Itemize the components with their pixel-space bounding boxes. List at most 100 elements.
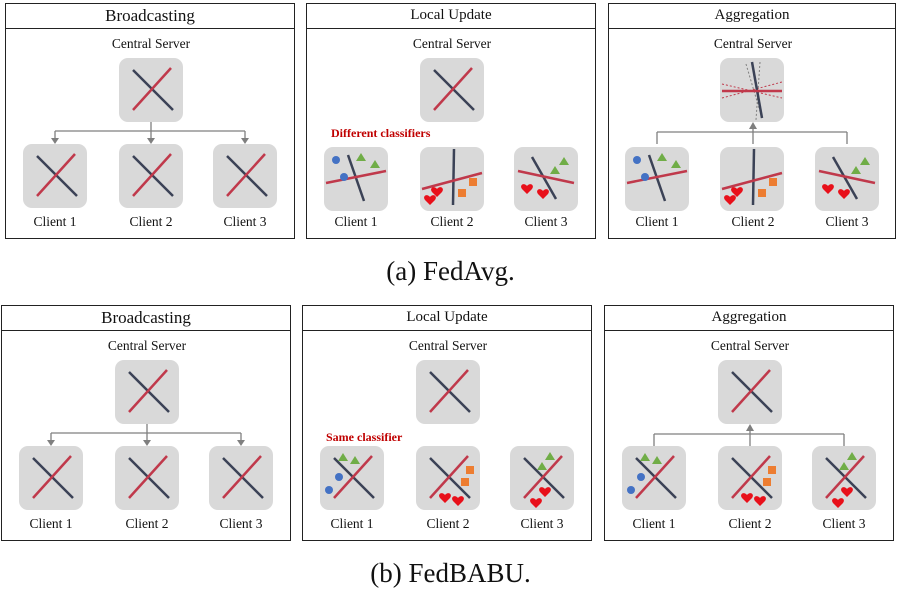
server-label: Central Server	[408, 338, 488, 353]
client-3-tile	[514, 147, 578, 211]
triangle-icon	[559, 157, 569, 165]
heart-icon	[539, 487, 551, 497]
fedavg-caption: (a) FedAvg.	[386, 256, 515, 286]
arrow-icon	[147, 138, 155, 144]
fedbabu-caption: (b) FedBABU.	[370, 558, 531, 588]
fedbabu-local-update-panel: Local Update Central Server Same classif…	[302, 305, 592, 541]
heart-icon	[741, 493, 753, 503]
arrow-icon	[241, 138, 249, 144]
broadcast-arrows	[47, 424, 245, 446]
client-1-tile	[19, 446, 83, 510]
triangle-icon	[550, 166, 560, 174]
central-server-tile	[115, 360, 179, 424]
panel-title: Local Update	[307, 4, 595, 29]
heart-icon	[838, 189, 850, 199]
heart-icon	[431, 187, 443, 197]
triangle-icon	[370, 160, 380, 168]
circle-icon	[633, 156, 641, 164]
heart-icon	[452, 496, 464, 506]
client-label: Client 2	[129, 214, 173, 229]
panel-title: Broadcasting	[6, 4, 294, 29]
heart-icon	[537, 189, 549, 199]
server-label: Central Server	[710, 338, 790, 353]
client-label: Client 1	[29, 516, 73, 531]
triangle-icon	[860, 157, 870, 165]
circle-icon	[325, 486, 333, 494]
aggregation-arrows	[653, 424, 845, 446]
triangle-icon	[671, 160, 681, 168]
square-icon	[469, 178, 477, 186]
client-2-tile	[119, 144, 183, 208]
client-label: Client 3	[520, 516, 564, 531]
client-label: Client 1	[33, 214, 77, 229]
client-label: Client 3	[524, 214, 568, 229]
client-1-tile	[622, 446, 686, 510]
fedavg-broadcasting-panel: Broadcasting Central Server Client 1	[5, 3, 295, 239]
client-label: Client 2	[728, 516, 772, 531]
client-label: Client 1	[330, 516, 374, 531]
square-icon	[466, 466, 474, 474]
client-label: Client 2	[426, 516, 470, 531]
panel-title: Aggregation	[605, 306, 893, 331]
client-3-tile	[213, 144, 277, 208]
same-classifier-note: Same classifier	[326, 430, 403, 444]
square-icon	[758, 189, 766, 197]
heart-icon	[822, 184, 834, 194]
central-server-tile	[416, 360, 480, 424]
client-label: Client 2	[125, 516, 169, 531]
aggregated-model-icon	[721, 61, 783, 121]
client-label: Client 2	[731, 214, 775, 229]
server-model-icon	[132, 67, 174, 111]
server-label: Central Server	[107, 338, 187, 353]
client-3-tile	[815, 147, 879, 211]
client-2-tile	[718, 446, 782, 510]
client-2-tile	[115, 446, 179, 510]
heart-icon	[530, 498, 542, 508]
circle-icon	[332, 156, 340, 164]
different-classifiers-note: Different classifiers	[331, 126, 431, 140]
panel-title: Broadcasting	[2, 306, 290, 331]
client-1-tile	[23, 144, 87, 208]
client-label: Client 2	[430, 214, 474, 229]
circle-icon	[335, 473, 343, 481]
central-server-tile	[119, 58, 183, 122]
triangle-icon	[537, 462, 547, 470]
client-1-tile	[320, 446, 384, 510]
fedavg-local-update-panel: Local Update Central Server Different cl…	[306, 3, 596, 239]
client-label: Client 3	[223, 214, 267, 229]
heart-icon	[724, 195, 736, 205]
client-label: Client 1	[632, 516, 676, 531]
arrow-icon	[47, 440, 55, 446]
arrow-icon	[143, 440, 151, 446]
client-label: Client 1	[334, 214, 378, 229]
square-icon	[769, 178, 777, 186]
circle-icon	[641, 173, 649, 181]
heart-icon	[754, 496, 766, 506]
client-1-tile	[625, 147, 689, 211]
triangle-icon	[545, 452, 555, 460]
server-label: Central Server	[412, 36, 492, 51]
arrow-icon	[51, 138, 59, 144]
fedbabu-aggregation-panel: Aggregation Central Server	[604, 305, 894, 541]
arrow-icon	[749, 122, 757, 129]
square-icon	[768, 466, 776, 474]
triangle-icon	[839, 462, 849, 470]
circle-icon	[637, 473, 645, 481]
triangle-icon	[356, 153, 366, 161]
central-server-tile	[720, 58, 784, 122]
heart-icon	[841, 487, 853, 497]
client-2-tile	[416, 446, 480, 510]
client-2-tile	[720, 147, 784, 211]
aggregation-arrows	[656, 122, 848, 144]
client-label: Client 3	[822, 516, 866, 531]
square-icon	[458, 189, 466, 197]
arrow-icon	[746, 424, 754, 431]
fedbabu-broadcasting-panel: Broadcasting Central Server Client 1 Cli…	[1, 305, 291, 541]
client-3-tile	[510, 446, 574, 510]
triangle-icon	[847, 452, 857, 460]
triangle-icon	[851, 166, 861, 174]
triangle-icon	[350, 456, 360, 464]
central-server-tile	[718, 360, 782, 424]
heart-icon	[424, 195, 436, 205]
circle-icon	[627, 486, 635, 494]
